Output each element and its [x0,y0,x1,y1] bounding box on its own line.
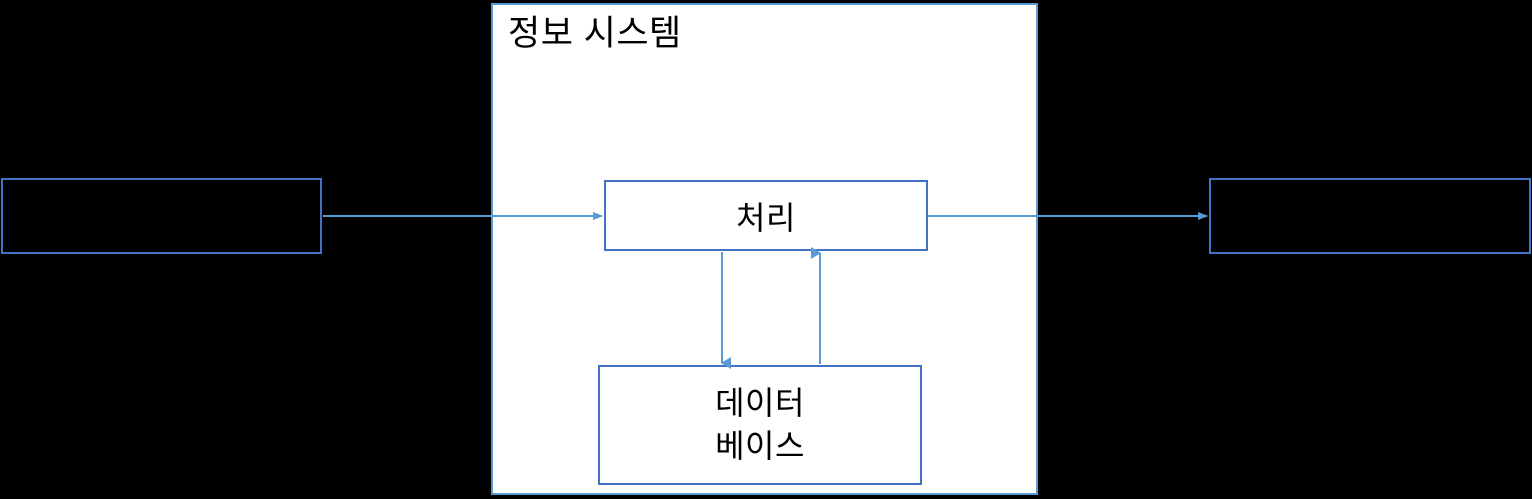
database-box[interactable]: 데이터 베이스 [598,365,922,485]
process-box[interactable]: 처리 [604,180,928,251]
external-entity-left-box[interactable] [1,178,322,254]
database-box-label: 데이터 베이스 [715,385,805,464]
system-boundary-title: 정보 시스템 [508,14,682,53]
external-entity-right-box[interactable] [1209,178,1531,254]
process-box-label: 처리 [736,199,796,236]
